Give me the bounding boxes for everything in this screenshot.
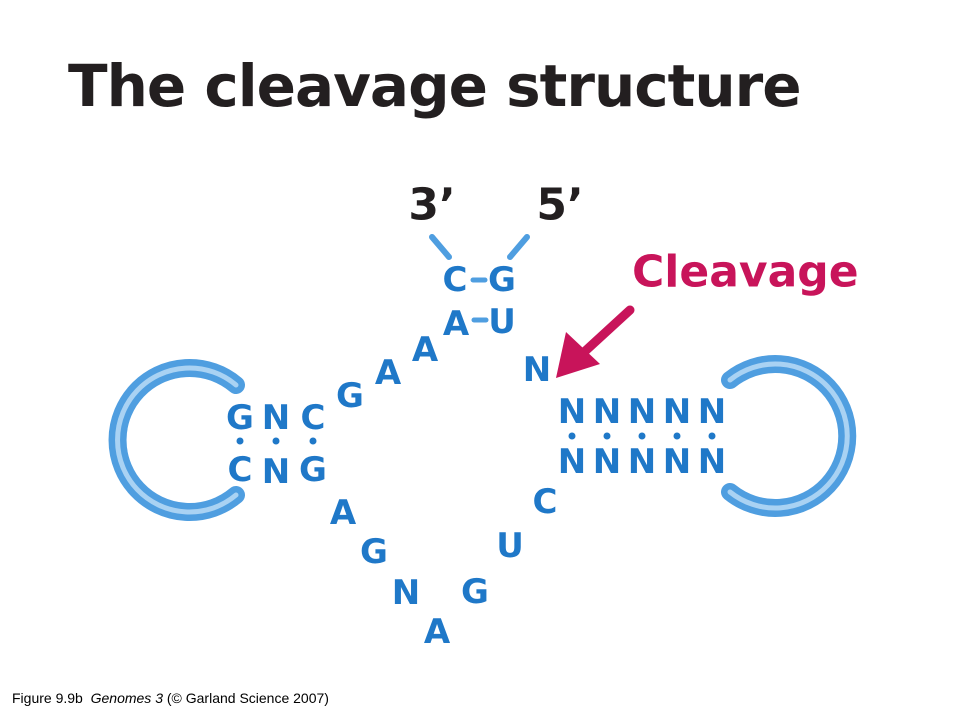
lower-right-base-2: U: [496, 526, 524, 566]
lower-left-base-2: G: [360, 532, 388, 572]
right-stem-bottom-base-5: N: [698, 442, 726, 482]
right-stem-top-base-3: N: [628, 392, 656, 432]
right-stem-top-base-2: N: [593, 392, 621, 432]
five-prime-label: 5’: [536, 180, 583, 231]
caption-figure: Figure 9.9b: [12, 690, 83, 706]
left-stem-bottom-base-1: C: [228, 450, 253, 490]
top-stem-left-base-1: C: [443, 260, 468, 300]
right-stem-bottom-base-4: N: [663, 442, 691, 482]
left-stem-bottom-base-3: G: [299, 450, 327, 490]
left-stem-top-base-3: C: [301, 398, 326, 438]
left-strand-base-2: A: [375, 353, 402, 393]
right-stem-bond-dot-1: [568, 432, 576, 440]
lower-right-base-1: G: [461, 572, 489, 612]
top-stem-right-base-1: G: [488, 260, 516, 300]
right-stem-bond-dot-4: [673, 432, 681, 440]
right-stem-bottom-base-1: N: [558, 442, 586, 482]
right-stem-bond-dot-2: [603, 432, 611, 440]
left-hairpin-loop-highlight: [115, 365, 239, 515]
three-prime-end-line: [429, 234, 452, 260]
slide-title: The cleavage structure: [68, 52, 802, 120]
right-stem-bottom-base-2: N: [593, 442, 621, 482]
top-stem-right-base-2: U: [488, 302, 516, 342]
lower-left-base-1: A: [330, 493, 357, 533]
cleavage-label: Cleavage: [632, 247, 859, 298]
right-stem-top-base-5: N: [698, 392, 726, 432]
five-prime-end-line: [507, 234, 530, 260]
left-strand-base-1: A: [412, 330, 439, 370]
right-hairpin-loop-highlight: [727, 361, 850, 511]
left-stem-bond-dot-1: [236, 437, 244, 445]
left-stem-top-base-2: N: [262, 398, 290, 438]
left-stem-top-base-1: G: [226, 398, 254, 438]
left-stem-bond-dot-2: [272, 437, 280, 445]
three-prime-label: 3’: [408, 180, 455, 231]
top-stem: C G A U: [443, 260, 516, 344]
caption-credit: (© Garland Science 2007): [166, 690, 329, 706]
left-strand-base-3: G: [336, 376, 364, 416]
lower-right-base-3: C: [533, 482, 558, 522]
arrow-down-left-icon: [556, 305, 635, 378]
lower-left-base-4: A: [424, 612, 451, 652]
right-stem-top-base-1: N: [558, 392, 586, 432]
right-stem: N N N N N N N N N N N N: [558, 392, 726, 482]
cleavage-site-base: N: [523, 350, 551, 390]
figure-caption: Figure 9.9b Genomes 3 (© Garland Science…: [12, 690, 329, 706]
lower-left-base-3: N: [392, 573, 420, 613]
right-stem-top-base-4: N: [663, 392, 691, 432]
left-stem: G N C C N G: [226, 398, 327, 492]
right-stem-bottom-base-3: N: [628, 442, 656, 482]
caption-book: Genomes 3: [90, 690, 163, 706]
right-stem-bond-dot-5: [708, 432, 716, 440]
left-stem-bottom-base-2: N: [262, 452, 290, 492]
top-stem-left-base-2: A: [443, 304, 470, 344]
right-stem-bond-dot-3: [638, 432, 646, 440]
left-stem-bond-dot-3: [309, 437, 317, 445]
